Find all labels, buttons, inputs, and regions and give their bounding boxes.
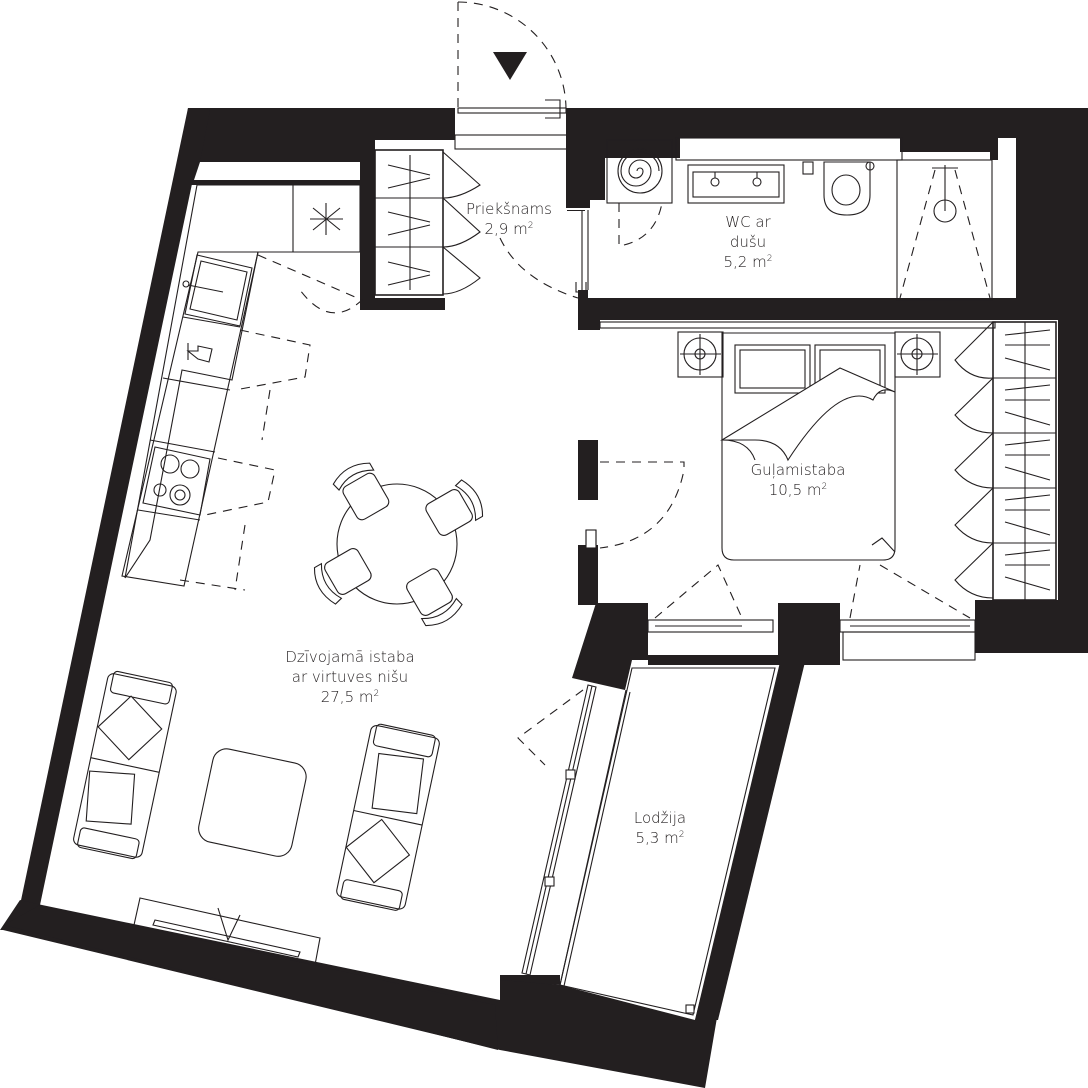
room-name: dušu (729, 233, 767, 251)
extractor-fan-icon (310, 203, 343, 235)
nightstand-left (677, 331, 724, 378)
toilet-icon (802, 161, 875, 216)
living-furniture (73, 670, 440, 966)
kitchen (121, 184, 363, 591)
room-label-hallway: Priekšnams 2,9 m2 (466, 199, 552, 239)
entrance-door[interactable] (454, 1, 571, 150)
bathroom-fixtures (606, 137, 993, 301)
room-name: Dzīvojamā istaba (285, 648, 415, 666)
loggia (559, 667, 776, 1016)
washing-machine-icon (617, 148, 663, 194)
dishwasher-icon (186, 343, 213, 363)
room-area: 27,5 m2 (320, 688, 380, 706)
balcony-door[interactable] (517, 684, 631, 987)
nightstand-right (894, 331, 941, 378)
room-name: ar virtuves nišu (291, 668, 409, 686)
room-label-bathroom: WC ar dušu 5,2 m2 (698, 212, 798, 272)
bedroom-furniture (585, 321, 1057, 661)
bedroom-windows[interactable] (647, 564, 976, 661)
room-label-loggia: Lodžija 5,3 m2 (615, 808, 705, 848)
tv-unit (133, 897, 321, 966)
label-leader-line (567, 210, 585, 211)
bedroom-wardrobe (954, 321, 1057, 601)
room-name: Lodžija (633, 809, 687, 827)
bedroom-door[interactable] (585, 461, 685, 549)
room-area: 2,9 m2 (484, 220, 534, 238)
hallway-door[interactable] (499, 210, 589, 299)
room-area: 5,3 m2 (635, 829, 685, 847)
room-area: 10,5 m2 (768, 481, 828, 499)
sink-icon (687, 164, 785, 204)
walls (0, 108, 1088, 1088)
cooktop-icon (142, 446, 211, 516)
shower-icon (896, 159, 993, 301)
room-name: WC ar (725, 213, 771, 231)
dining-table (313, 462, 484, 627)
entrance-arrow-icon (493, 52, 527, 80)
sofa-right (336, 723, 440, 911)
room-name: Guļamistaba (750, 461, 846, 479)
room-name: Priekšnams (466, 200, 552, 218)
kitchen-sink-icon (182, 254, 253, 327)
double-bed (720, 332, 896, 561)
room-label-bedroom: Guļamistaba 10,5 m2 (738, 460, 858, 500)
sofa-left (73, 670, 177, 860)
room-label-living: Dzīvojamā istaba ar virtuves nišu 27,5 m… (265, 647, 435, 707)
hallway-wardrobe (374, 149, 481, 296)
room-area: 5,2 m2 (723, 253, 773, 271)
coffee-table (198, 748, 307, 857)
